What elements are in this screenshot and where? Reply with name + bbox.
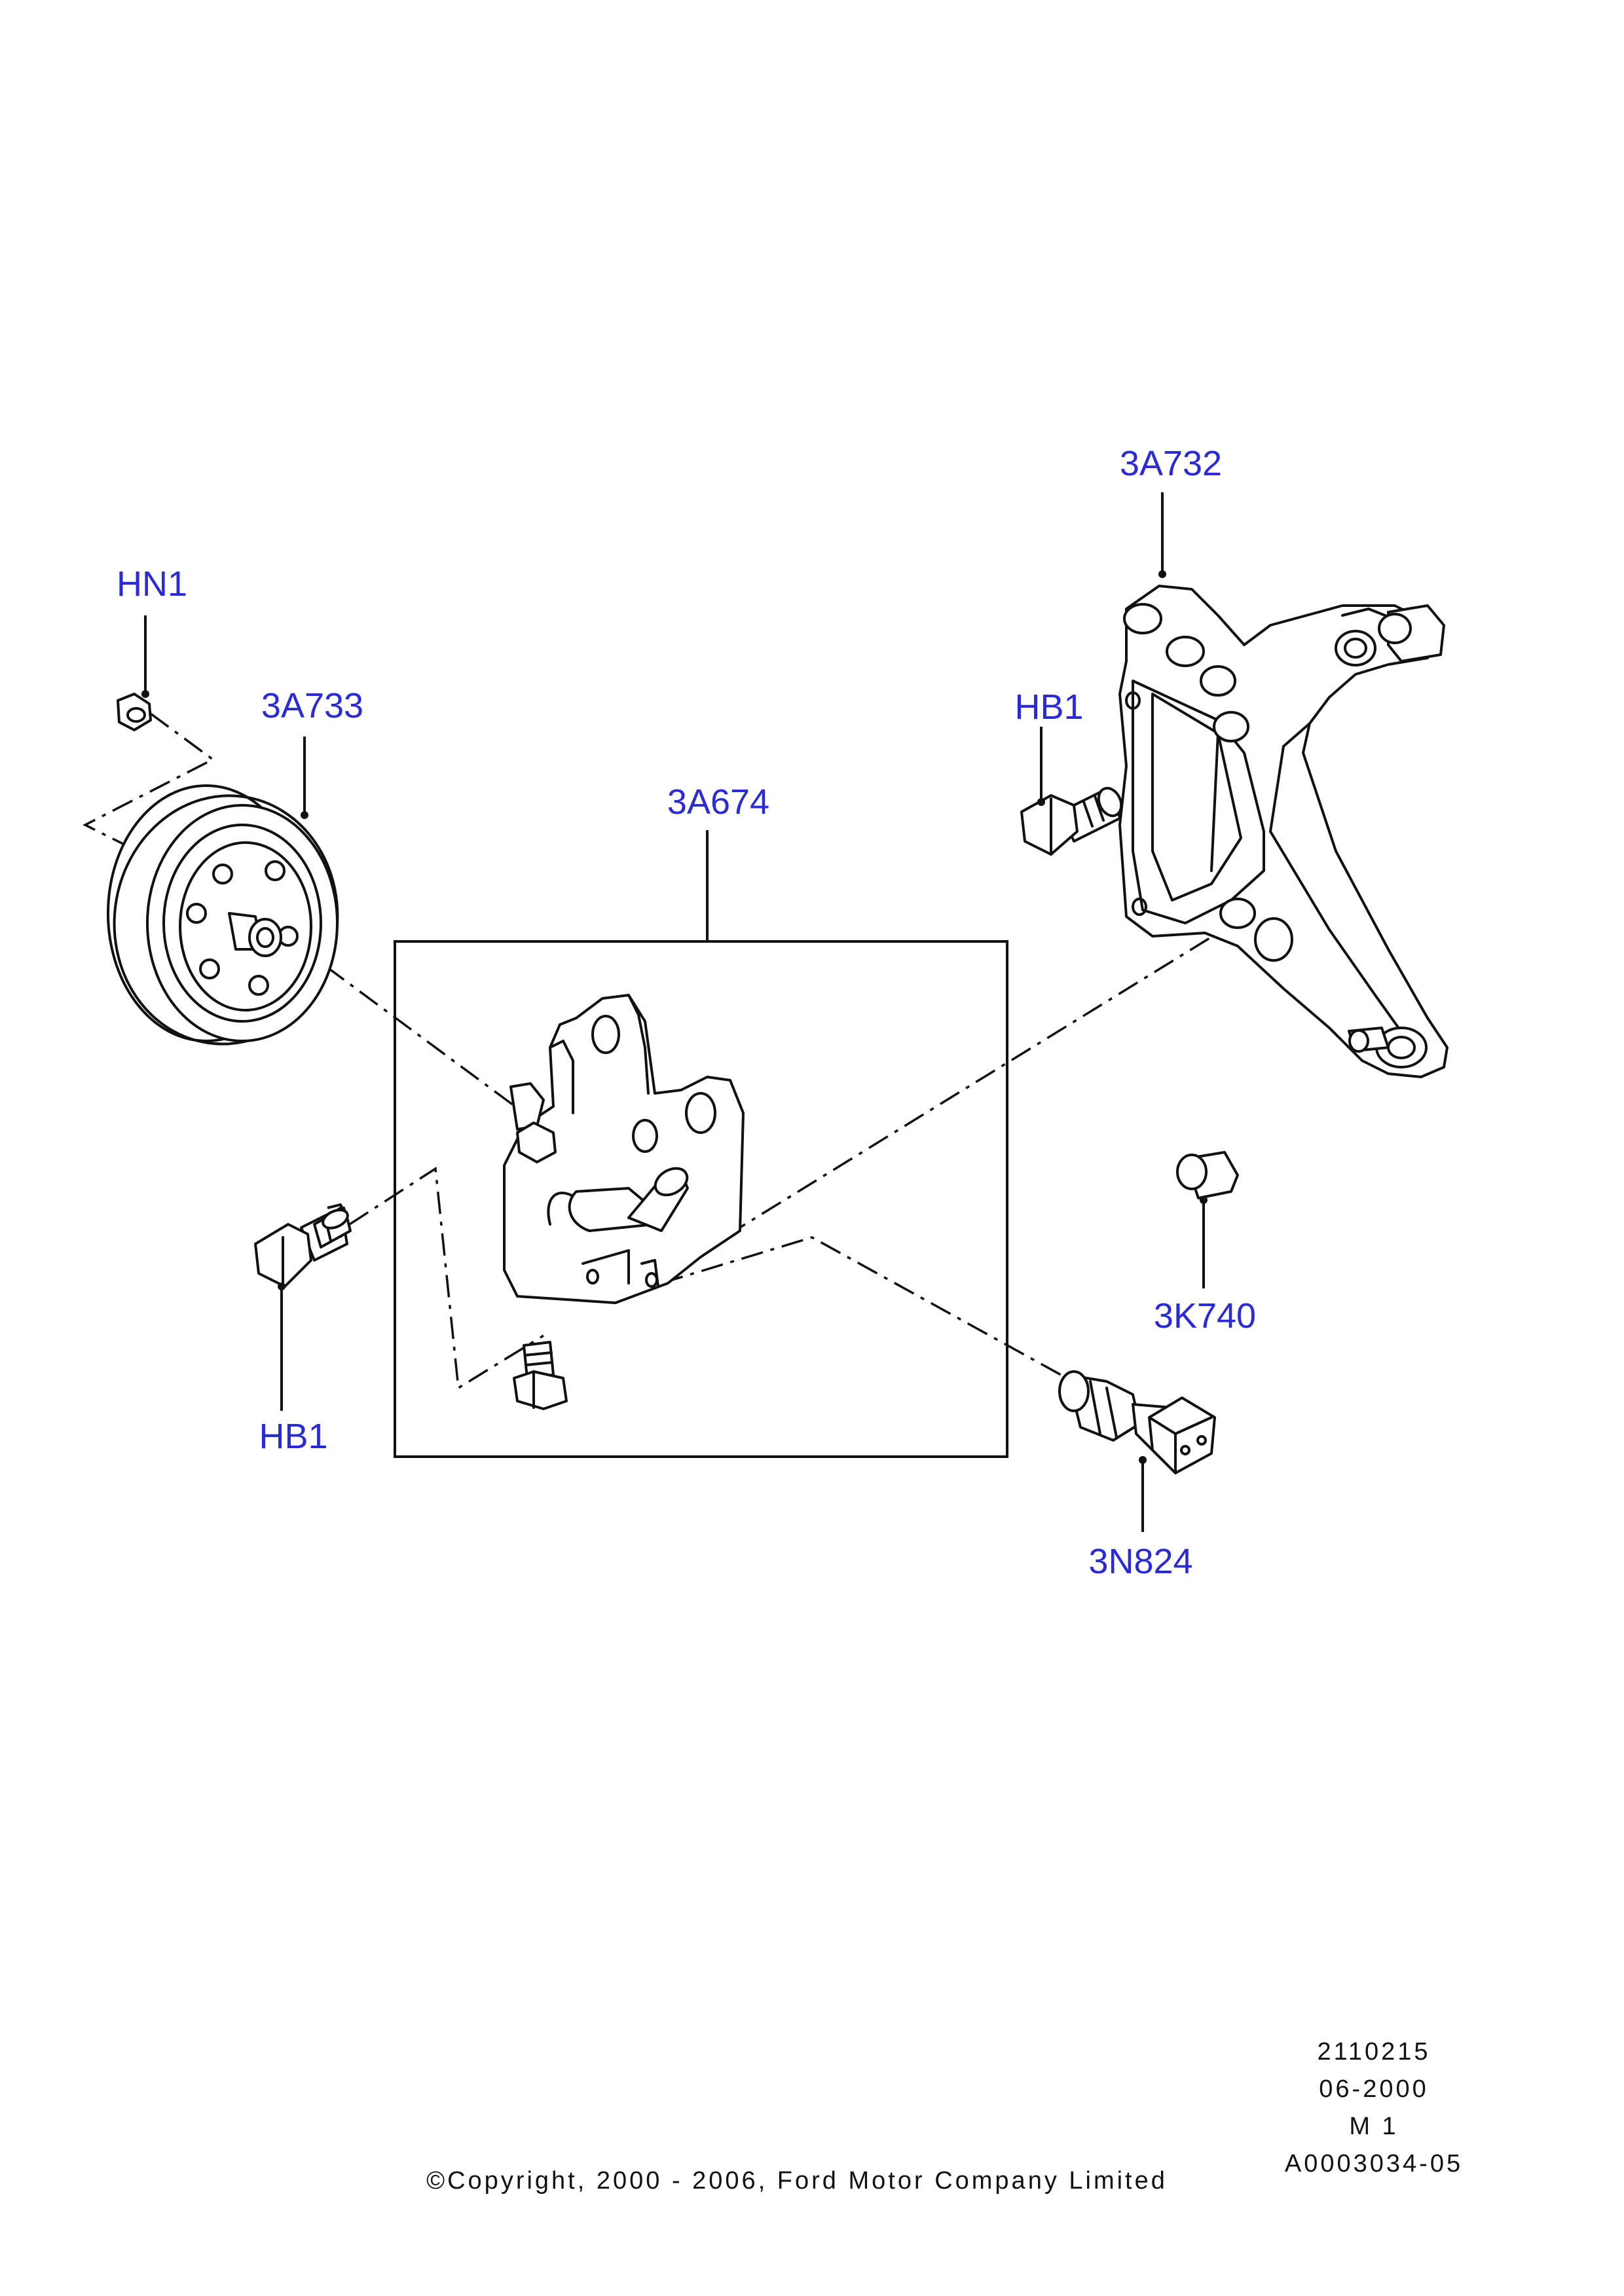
pump-callout-box <box>394 830 1008 1458</box>
callout-hn1: HN1 <box>117 564 187 604</box>
callout-3a733: 3A733 <box>261 686 363 725</box>
pulley-3a733 <box>107 737 339 1046</box>
drawing-number: 2110215 <box>1317 2038 1430 2066</box>
callout-3k740: 3K740 <box>1154 1296 1256 1336</box>
pump-plug-bolt <box>513 1341 568 1410</box>
pressure-switch-3n824 <box>1058 1370 1216 1532</box>
drawing-model-code: M 1 <box>1349 2113 1398 2140</box>
power-steering-pump <box>503 994 745 1304</box>
drawing-reference: A0003034-05 <box>1285 2150 1463 2178</box>
callout-3n824: 3N824 <box>1088 1542 1192 1581</box>
callout-3a732: 3A732 <box>1120 444 1222 483</box>
bolt-hb1-right <box>1020 727 1123 856</box>
callout-3a674: 3A674 <box>667 782 769 822</box>
bolt-hb1-left <box>254 1203 352 1411</box>
nut-hn1 <box>117 615 152 731</box>
copyright-notice: ©Copyright, 2000 - 2006, Ford Motor Comp… <box>426 2167 1168 2195</box>
dowel-3k740 <box>1176 1151 1239 1288</box>
callout-hb1-right: HB1 <box>1014 687 1083 727</box>
drawing-date: 06-2000 <box>1319 2075 1428 2103</box>
pump-bracket-3a732 <box>1118 492 1449 1078</box>
callout-hb1-left: HB1 <box>259 1417 327 1456</box>
